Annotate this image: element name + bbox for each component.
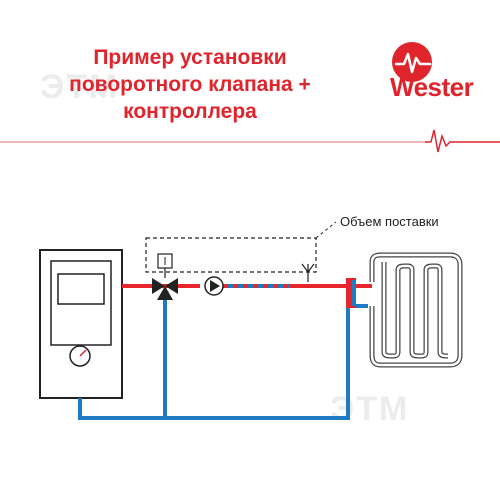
divider-line [0,129,500,153]
title-line: контроллера [123,100,257,123]
title-line: поворотного клапана + [69,73,311,96]
pump-icon [204,276,224,296]
boiler-body [39,249,123,399]
page-title: Пример установки поворотного клапана + к… [40,44,340,125]
boiler-display [57,273,105,305]
return-pipe [78,300,368,420]
title-line: Пример установки [93,46,287,69]
boiler [39,249,123,399]
logo-pulse [394,52,432,74]
boiler-gauge-needle [79,349,87,357]
watermark: ЭТМ [330,390,410,428]
floor-heating-loop [369,252,463,368]
logo-circle [392,42,432,82]
boiler-gauge [69,345,91,367]
sensor-icon [301,263,315,282]
logo-wordmark: Wester [390,72,474,102]
rotary-valve-icon [152,278,178,300]
scope-label: Объем поставки [340,214,439,229]
manifold [346,278,356,308]
boiler-panel [50,260,112,346]
wester-logo: Wester [390,42,474,102]
valve-actuator [157,253,173,278]
scope-box: Объем поставки [145,214,439,273]
watermark: ЭТМ [40,68,120,106]
